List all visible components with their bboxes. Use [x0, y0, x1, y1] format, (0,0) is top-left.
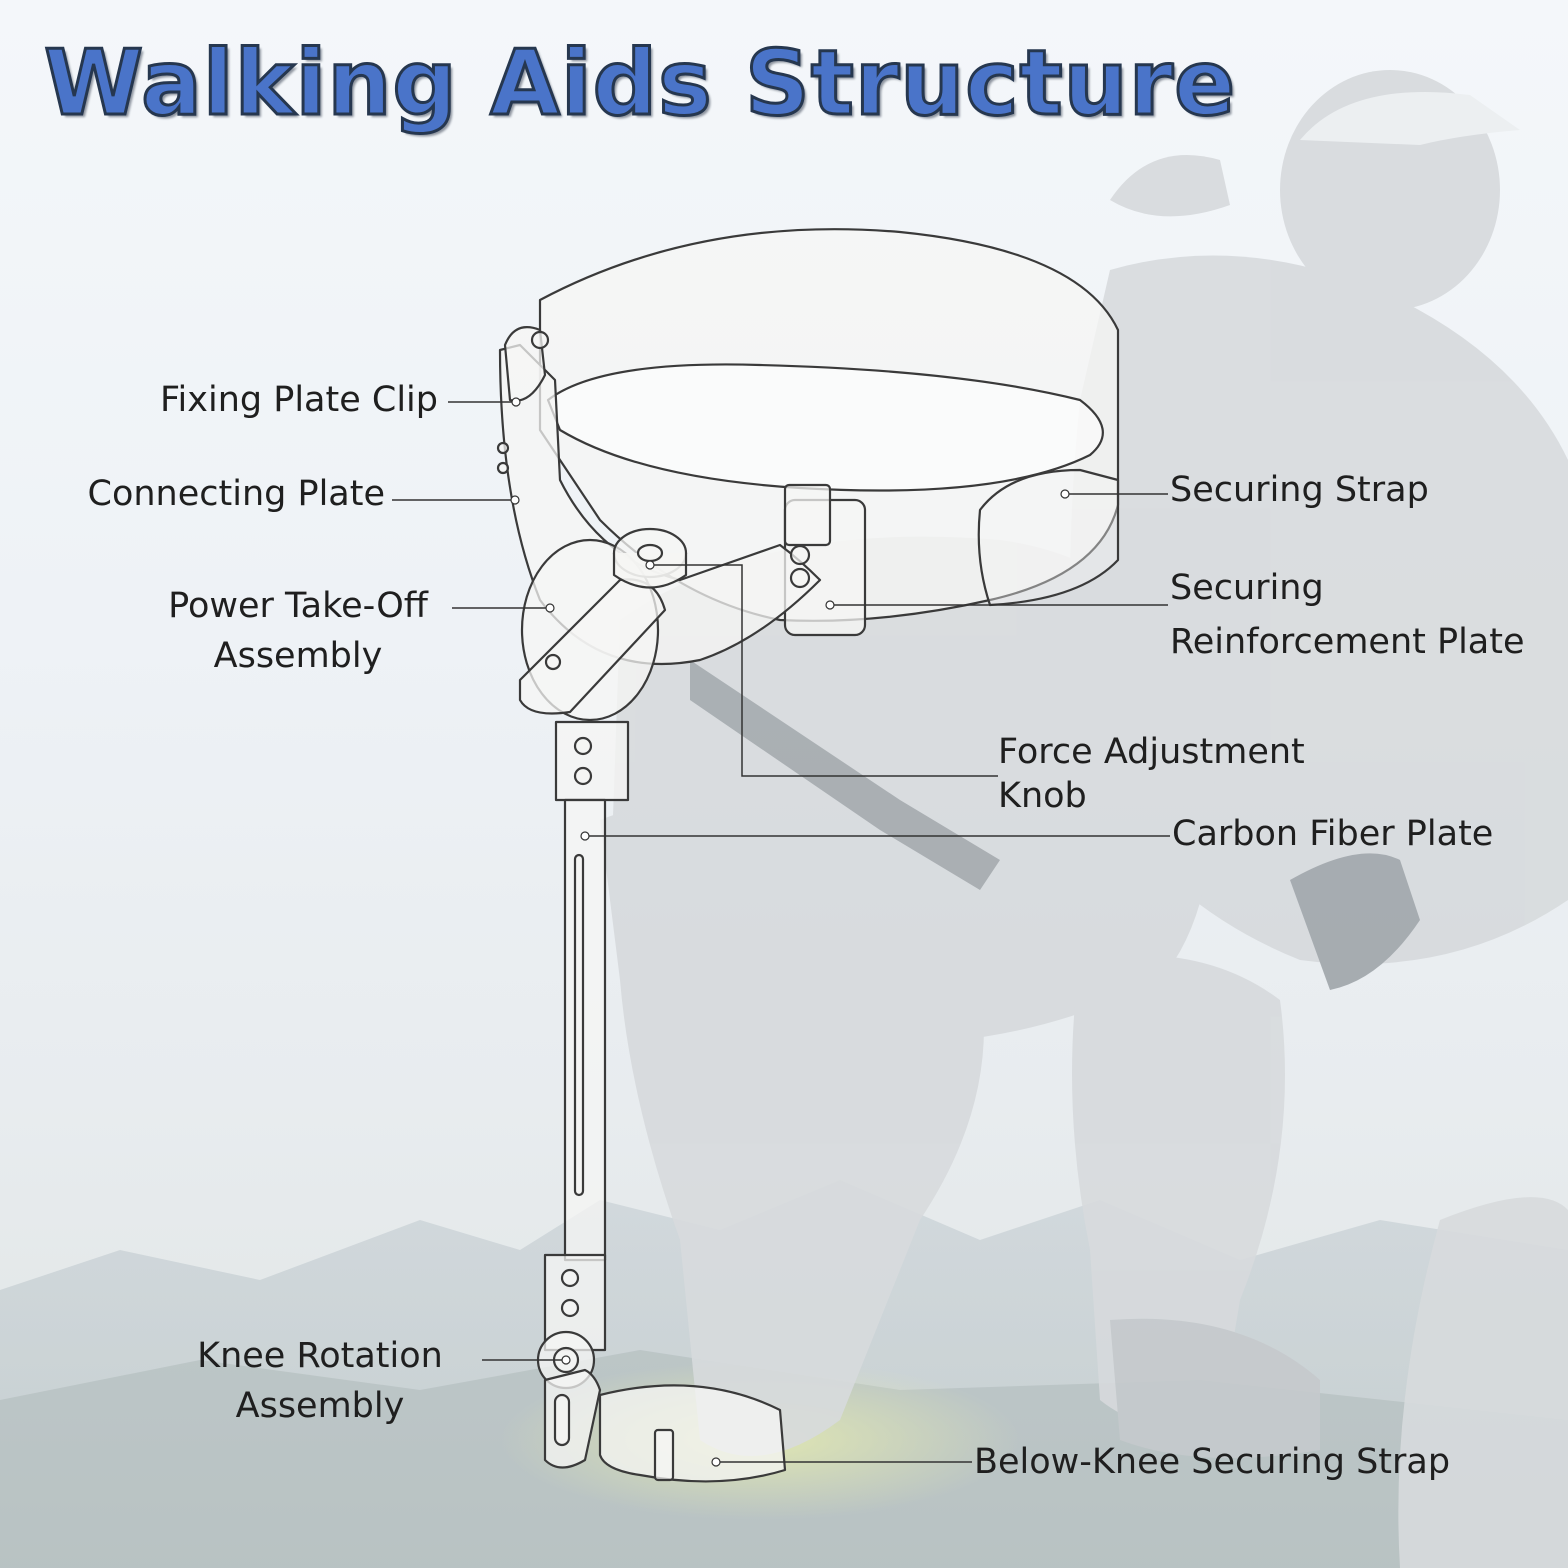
- label-securing-reinforcement-line1: Securing: [1170, 568, 1324, 608]
- label-carbon-fiber-plate: Carbon Fiber Plate: [1172, 814, 1494, 854]
- label-power-takeoff-line2: Assembly: [213, 636, 383, 676]
- label-fixing-plate-clip: Fixing Plate Clip: [159, 380, 438, 420]
- carbon-fiber-plate-drawing: [563, 798, 607, 1262]
- belt-velcro-patch: [977, 468, 1120, 607]
- label-power-takeoff-line1: Power Take-Off: [168, 586, 428, 626]
- label-force-adjustment-line1: Force Adjustment: [998, 732, 1305, 772]
- hiker-silhouette: [600, 70, 1568, 1568]
- label-securing-strap: Securing Strap: [1170, 470, 1429, 510]
- label-knee-rotation-line1: Knee Rotation: [197, 1336, 443, 1376]
- label-securing-reinforcement-line2: Reinforcement Plate: [1170, 622, 1525, 662]
- label-below-knee-strap: Below-Knee Securing Strap: [974, 1442, 1451, 1482]
- leader-force-knob: [650, 564, 998, 777]
- page-title: Walking Aids Structure: [42, 30, 1237, 138]
- upper-bracket: [554, 720, 630, 802]
- reinforcement-tab: [783, 483, 832, 547]
- belt-inner-rim: [546, 363, 1104, 492]
- label-connecting-plate: Connecting Plate: [87, 474, 386, 514]
- below-knee-strap-drawing: [598, 1384, 787, 1483]
- label-knee-rotation-line2: Assembly: [235, 1386, 405, 1426]
- label-force-adjustment-line2: Knob: [998, 776, 1087, 816]
